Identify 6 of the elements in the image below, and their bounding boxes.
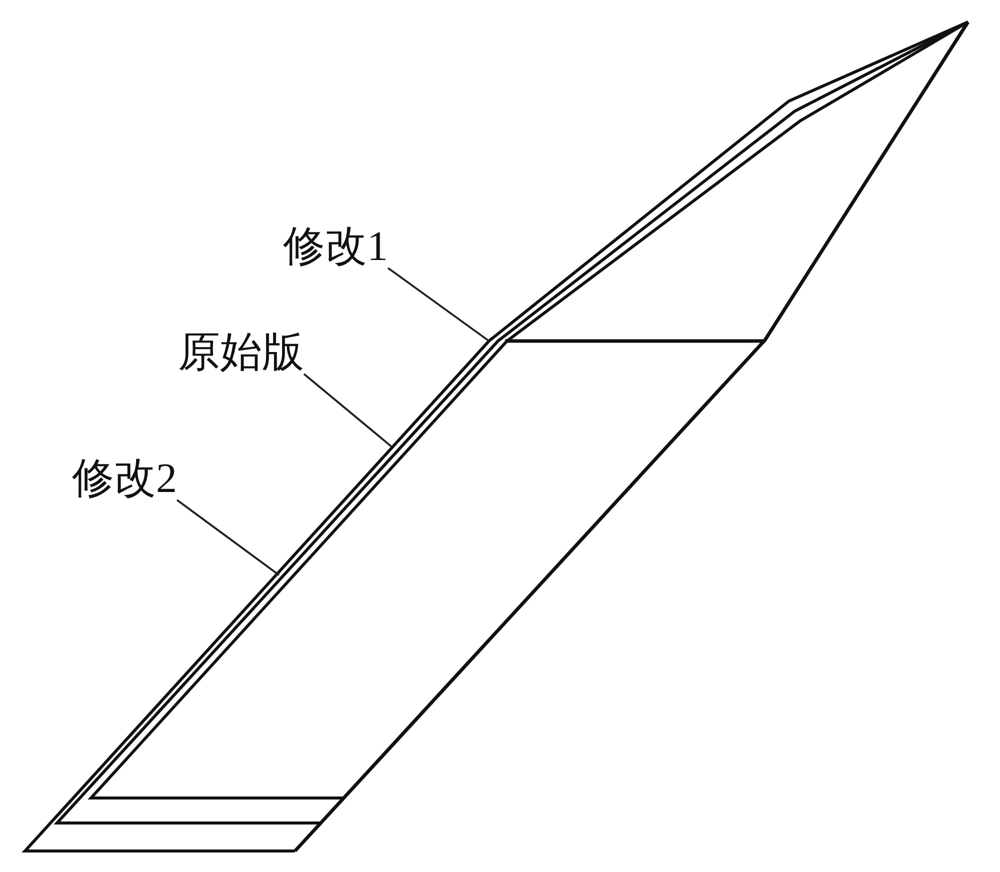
leader-line	[176, 499, 280, 576]
leader-line	[303, 373, 393, 448]
callout-label: 修改1	[283, 224, 388, 270]
leader-line	[387, 267, 490, 342]
callout-label: 修改2	[72, 456, 177, 502]
callout-label: 原始版	[178, 330, 304, 376]
